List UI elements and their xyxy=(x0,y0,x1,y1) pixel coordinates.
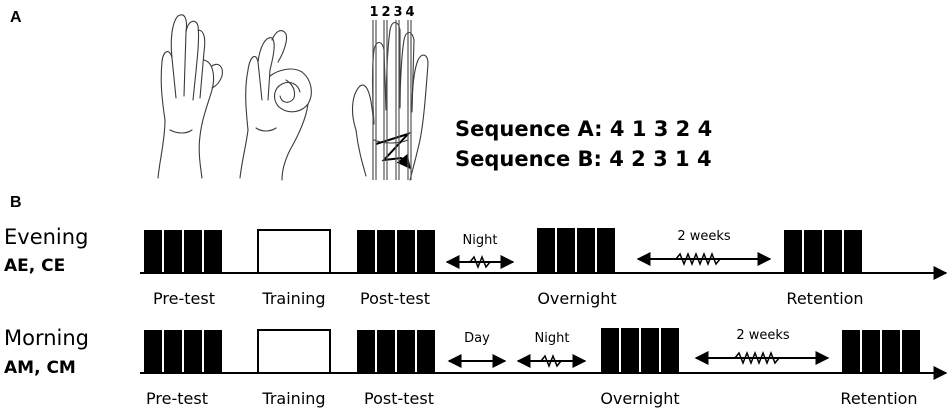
morning-timeline: Morning AM, CM Day xyxy=(4,326,948,408)
retention-block xyxy=(842,330,920,373)
ok-gesture-hand-illustration xyxy=(239,30,312,181)
finger-number-2: 2 xyxy=(381,5,390,20)
evening-two-weeks-label: 2 weeks xyxy=(677,229,731,244)
morning-group-code: AM, CM xyxy=(4,358,76,378)
training-block xyxy=(257,329,331,374)
morning-night-arrow xyxy=(516,353,587,369)
finger-number-3: 3 xyxy=(393,5,402,20)
post-test-block xyxy=(357,230,435,273)
morning-two-weeks-label: 2 weeks xyxy=(736,328,790,343)
evening-two-weeks-arrow xyxy=(636,251,772,267)
panel-b-label: B xyxy=(10,194,22,211)
morning-post-test-label: Post-test xyxy=(364,389,434,408)
evening-night-label: Night xyxy=(463,233,498,248)
evening-post-test-label: Post-test xyxy=(360,289,430,308)
morning-two-weeks-arrow xyxy=(694,350,830,366)
retention-block xyxy=(784,230,862,273)
morning-day-label: Day xyxy=(464,331,490,346)
evening-night-arrow xyxy=(445,254,515,270)
evening-retention-label: Retention xyxy=(786,289,863,308)
overnight-block xyxy=(601,328,679,373)
morning-pre-test-label: Pre-test xyxy=(146,389,208,408)
sequence-a-text: Sequence A: 4 1 3 2 4 xyxy=(455,117,712,141)
finger-number-4: 4 xyxy=(405,5,414,20)
morning-group-label: Morning xyxy=(4,326,89,350)
pre-test-block xyxy=(144,330,222,373)
sequence-b-text: Sequence B: 4 2 3 1 4 xyxy=(455,147,712,171)
flat-hand-illustration xyxy=(157,14,223,179)
morning-overnight-label: Overnight xyxy=(600,389,679,408)
pre-test-block xyxy=(144,230,222,273)
numbered-fingers-hand-illustration xyxy=(351,21,429,181)
evening-pre-test-label: Pre-test xyxy=(153,289,215,308)
evening-group-label: Evening xyxy=(4,225,88,249)
evening-training-label: Training xyxy=(261,289,325,308)
morning-night-label: Night xyxy=(535,331,570,346)
post-test-block xyxy=(357,330,435,373)
evening-timeline: Evening AE, CE Night xyxy=(4,225,948,308)
overnight-block xyxy=(537,228,615,273)
morning-retention-label: Retention xyxy=(840,389,917,408)
evening-group-code: AE, CE xyxy=(4,256,65,276)
morning-training-label: Training xyxy=(261,389,325,408)
evening-overnight-label: Overnight xyxy=(537,289,616,308)
training-block xyxy=(257,229,331,274)
finger-number-1: 1 xyxy=(369,5,378,20)
panel-a-label: A xyxy=(10,9,22,26)
finger-guide-lines xyxy=(372,20,412,180)
